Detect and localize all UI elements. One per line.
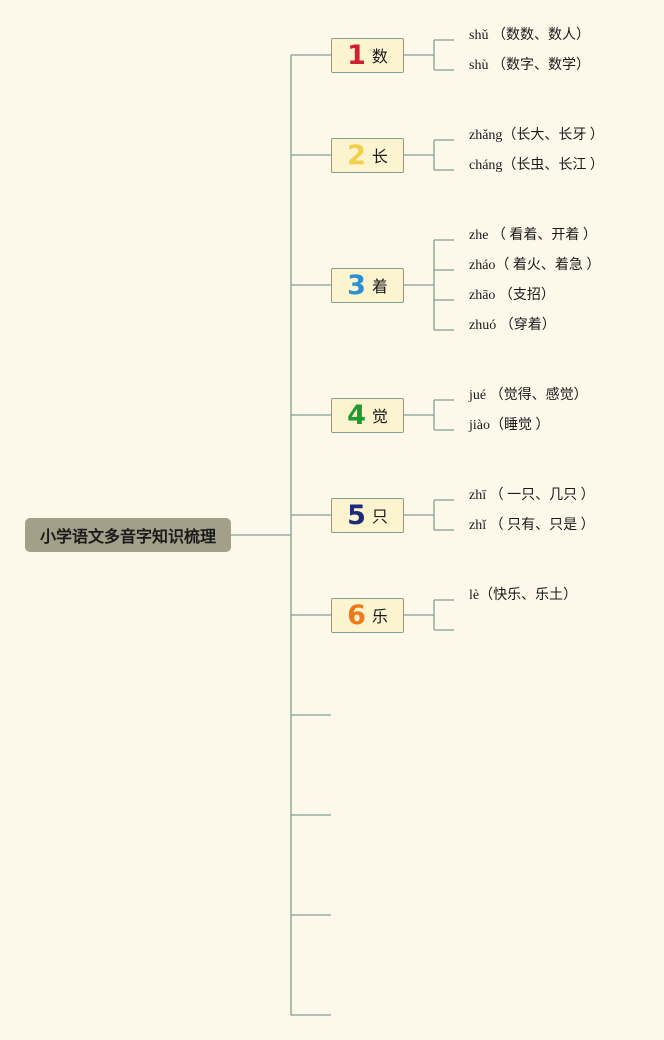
pronunciation-leaf[interactable]: jiào（睡觉 ） <box>469 418 550 433</box>
topic-number: 4 <box>347 399 366 431</box>
root-topic[interactable]: 小学语文多音字知识梳理 <box>25 518 231 552</box>
topic-character: 长 <box>371 147 388 166</box>
topic-character: 着 <box>371 277 388 296</box>
pronunciation-leaf[interactable]: zhǐ （ 只有、只是 ） <box>469 518 595 533</box>
pronunciation-leaf[interactable]: zhī （ 一只、几只 ） <box>469 488 595 503</box>
topic-number: 6 <box>347 599 366 631</box>
pronunciation-leaf[interactable]: zháo（ 着火、着急 ） <box>469 258 601 273</box>
topic-character: 觉 <box>371 407 388 426</box>
pronunciation-leaf[interactable]: shù （数字、数学） <box>469 58 590 73</box>
topic-number: 1 <box>347 39 366 71</box>
topic-number: 5 <box>347 499 366 531</box>
topic-number: 3 <box>347 269 366 301</box>
pronunciation-leaf[interactable]: zhāo （支招） <box>469 288 555 303</box>
topic-character: 只 <box>371 507 388 526</box>
pronunciation-leaf[interactable]: zhǎng（长大、长牙 ） <box>469 128 604 143</box>
topic-number: 2 <box>347 139 366 171</box>
pronunciation-leaf[interactable]: zhuó （穿着） <box>469 318 556 333</box>
root-title: 小学语文多音字知识梳理 <box>39 527 216 546</box>
pronunciation-leaf[interactable]: zhe （ 看着、开着 ） <box>469 228 597 243</box>
pronunciation-leaf[interactable]: shǔ （数数、数人） <box>469 28 590 43</box>
topic-character: 乐 <box>371 607 388 626</box>
pronunciation-leaf[interactable]: cháng（长虫、长江 ） <box>469 158 604 173</box>
pronunciation-leaf[interactable]: lè（快乐、乐土） <box>469 588 578 603</box>
pronunciation-leaf[interactable]: jué （觉得、感觉） <box>469 388 588 403</box>
topic-character: 数 <box>371 47 388 66</box>
